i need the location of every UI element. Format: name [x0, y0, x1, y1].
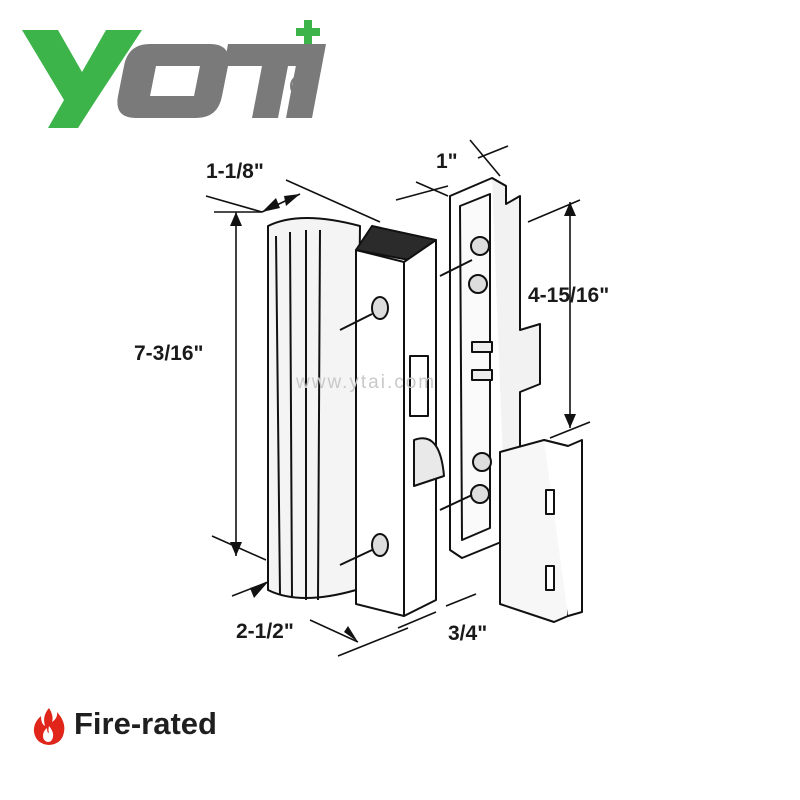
dim-keeper-depth: 1" [436, 150, 458, 173]
keeper-clip-slot-1 [545, 489, 555, 515]
grip-groove-1 [275, 235, 281, 595]
screw-leader-top [339, 313, 373, 331]
logo-plus-icon [296, 20, 320, 44]
registered-mark-ring [290, 74, 314, 98]
logo-i-glyph [286, 44, 326, 118]
screw-hole-bottom [371, 533, 389, 557]
flame-icon [33, 708, 65, 745]
keeper-clip-face [543, 439, 583, 617]
handle-front-face [403, 239, 437, 617]
dim-keeper-height: 4-15/16" [528, 284, 609, 307]
latch-slot [409, 355, 429, 417]
keeper-clip-slot-2 [545, 565, 555, 591]
registered-mark: R [296, 79, 307, 96]
dim-handle-depth: 1-1/8" [206, 160, 264, 183]
dimension-arrowheads [230, 194, 576, 642]
grip-groove-2 [289, 231, 293, 599]
keeper-leader-2 [439, 494, 473, 511]
watermark-text: www.ytai.com [295, 372, 436, 393]
dim-body-width: 3/4" [448, 622, 487, 645]
screw-hole-top [371, 296, 389, 320]
keeper-post-1 [470, 236, 490, 256]
keeper-post-2 [468, 274, 488, 294]
dim-handle-height: 7-3/16" [134, 342, 204, 365]
keeper-post-3 [472, 452, 492, 472]
logo-t-glyph [224, 44, 320, 118]
latch-hook [413, 437, 445, 487]
logo-y-glyph [22, 30, 142, 128]
keeper-pin-2 [471, 369, 493, 381]
keeper-assembly [439, 177, 583, 623]
handle-assembly [267, 217, 445, 617]
handle-grip [267, 217, 361, 599]
screw-leader-bottom [339, 549, 373, 566]
keeper-pin-1 [471, 341, 493, 353]
brand-logo: R [22, 20, 326, 128]
keeper-leader-1 [439, 259, 473, 277]
keeper-post-4 [470, 484, 490, 504]
grip-groove-4 [317, 229, 321, 601]
fire-rated-label: Fire-rated [74, 706, 217, 741]
dimension-lines [205, 139, 591, 657]
logo-o-glyph [117, 44, 229, 118]
dim-handle-width: 2-1/2" [236, 620, 294, 643]
